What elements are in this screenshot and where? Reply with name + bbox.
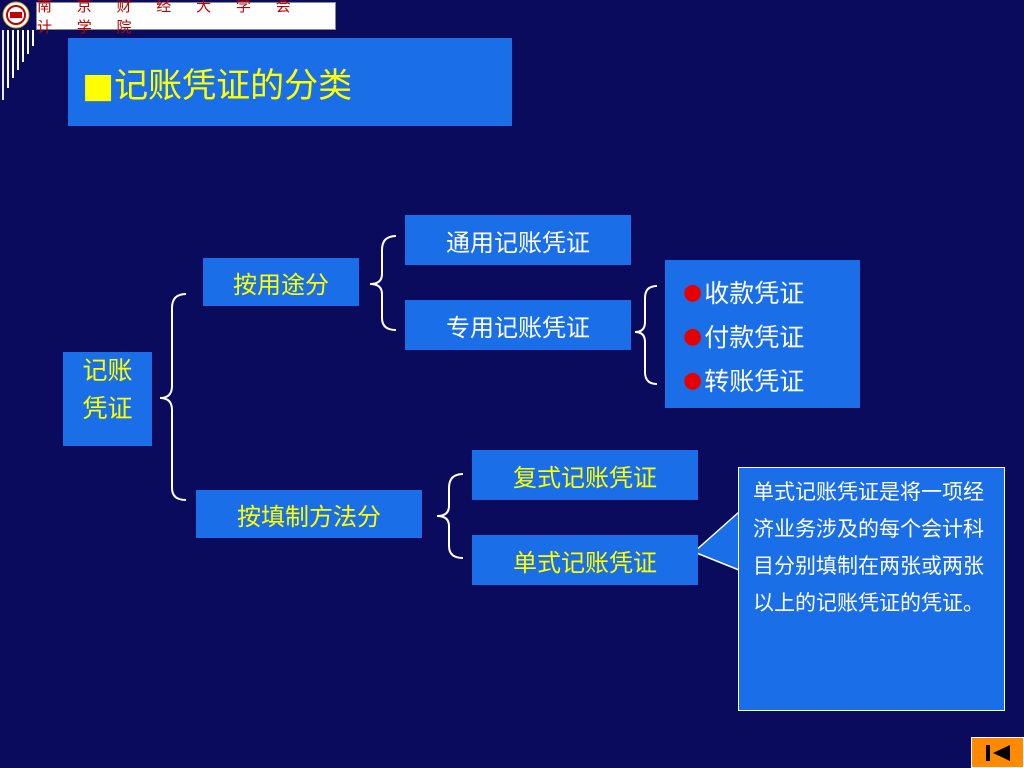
brace-special — [634, 285, 658, 385]
single-entry-callout: 单式记账凭证是将一项经济业务涉及的每个会计科目分别填制在两张或两张以上的记账凭证… — [738, 467, 1005, 711]
node-multi-entry-voucher-label: 复式记账凭证 — [513, 463, 657, 492]
bullet-icon: ● — [683, 367, 703, 393]
node-multi-entry-voucher: 复式记账凭证 — [472, 450, 698, 500]
node-by-method-label: 按填制方法分 — [237, 502, 381, 531]
root-line-2: 凭证 — [82, 394, 133, 423]
brace-purpose — [369, 235, 397, 331]
bullet-icon: ● — [683, 279, 703, 305]
brace-root — [159, 293, 187, 501]
page-title-text: ■记账凭证的分类 — [82, 65, 353, 106]
node-single-entry-voucher-label: 单式记账凭证 — [513, 548, 657, 577]
root-line-1: 记账 — [82, 356, 133, 385]
list-item-label: 付款凭证 — [704, 323, 805, 352]
bullet-icon: ● — [683, 323, 703, 349]
list-item-label: 转账凭证 — [704, 367, 805, 396]
node-special-voucher: 专用记账凭证 — [405, 300, 631, 350]
list-item-transfer-voucher: ● 转账凭证 — [683, 358, 860, 402]
school-name-banner: 南 京 财 经 大 学 会 计 学 院 — [36, 0, 336, 36]
node-general-voucher: 通用记账凭证 — [405, 215, 631, 265]
root-node-voucher: 记账 凭证 — [63, 352, 152, 446]
node-by-method: 按填制方法分 — [196, 490, 422, 538]
brace-method — [436, 473, 464, 559]
page-title: ■记账凭证的分类 — [68, 38, 512, 126]
logo-stripes-icon — [2, 1, 34, 100]
list-item-payment-voucher: ● 付款凭证 — [683, 314, 860, 358]
node-special-voucher-label: 专用记账凭证 — [446, 313, 590, 342]
node-single-entry-voucher: 单式记账凭证 — [472, 535, 698, 585]
list-item-label: 收款凭证 — [704, 279, 805, 308]
special-voucher-list: ● 收款凭证 ● 付款凭证 ● 转账凭证 — [665, 260, 860, 408]
college-logo — [0, 0, 60, 100]
callout-pointer — [692, 511, 740, 571]
node-by-purpose: 按用途分 — [203, 258, 359, 306]
node-by-purpose-label: 按用途分 — [233, 270, 329, 299]
school-name: 南 京 财 经 大 学 会 计 学 院 — [37, 0, 301, 36]
skip-to-end-button[interactable] — [971, 737, 1024, 768]
callout-text: 单式记账凭证是将一项经济业务涉及的每个会计科目分别填制在两张或两张以上的记账凭证… — [753, 480, 984, 615]
skip-to-end-icon — [985, 744, 1010, 761]
list-item-receipt-voucher: ● 收款凭证 — [683, 270, 860, 314]
node-general-voucher-label: 通用记账凭证 — [446, 228, 590, 257]
